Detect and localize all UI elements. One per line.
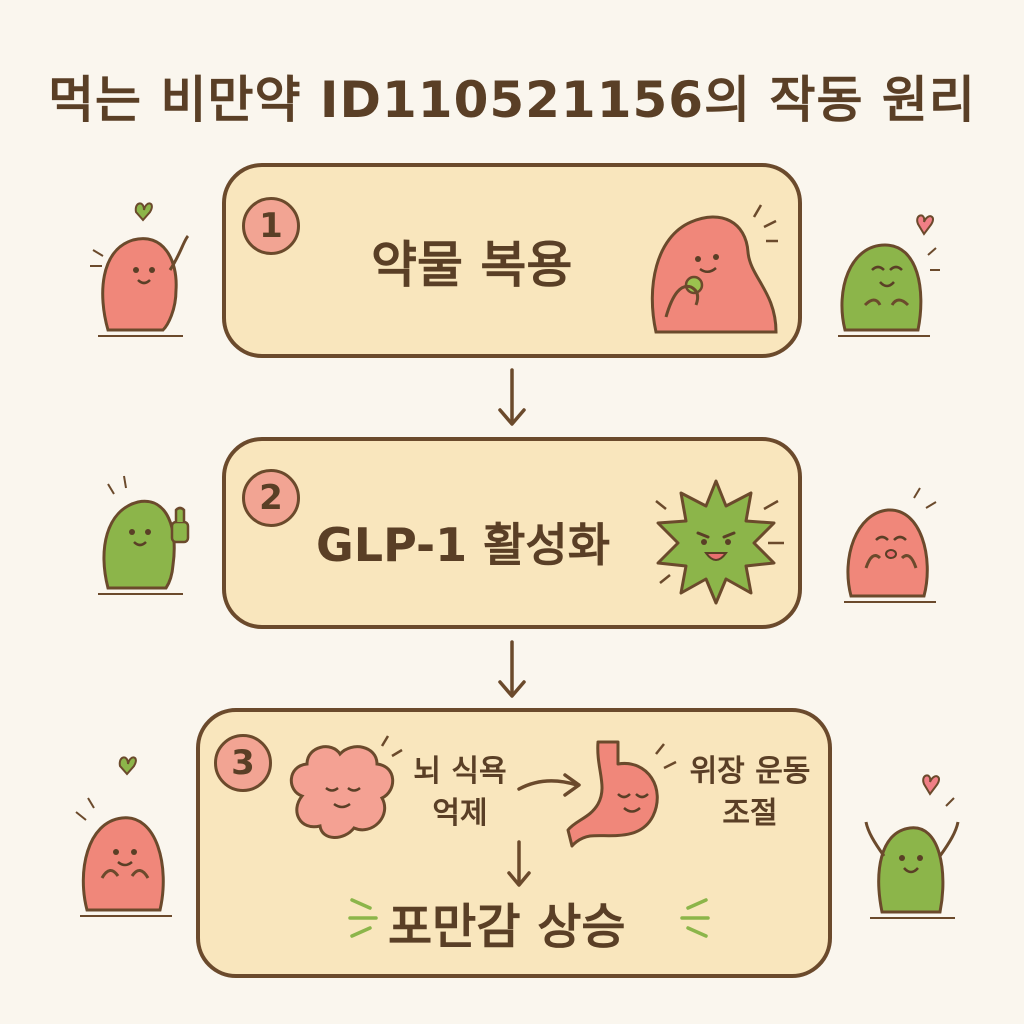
page-title: 먹는 비만약 ID110521156의 작동 원리 [48,71,976,129]
arrow-down-2 [498,640,526,698]
green-happy-blob-icon [838,214,940,337]
coral-cheeky-blob-icon [844,487,937,603]
brain-label-line2: 억제 [432,796,488,831]
step-2-badge: 2 [242,469,300,527]
brain-icon [289,735,403,839]
step-2-label: GLP-1 활성화 [316,518,611,572]
stomach-label-line1: 위장 운동 [689,754,811,789]
green-thumbs-up-blob-icon [98,475,190,595]
arrow-down-1 [498,368,526,426]
stomach-label-line2: 조절 [722,796,778,831]
pill-eating-blob-icon [650,204,778,334]
sparkle-right-icon [680,898,710,938]
spiky-glp1-icon [655,479,784,605]
brain-label-line1: 뇌 식욕 [413,754,507,789]
coral-shy-blob-icon [75,756,172,917]
step-1-label: 약물 복용 [371,236,573,294]
step-1-badge: 1 [242,197,300,255]
step-2-box: 2 GLP-1 활성화 [222,437,802,629]
step-3-box: 3 뇌 식욕 억제 위장 운동 조절 포만감 상승 [196,708,832,978]
coral-waving-blob-icon [90,202,190,337]
result-label: 포만감 상승 [388,899,626,955]
arrow-right [517,773,581,797]
cheering-blob-icon [864,774,960,919]
arrow-down-3 [507,840,531,887]
sparkle-left-icon [348,898,378,938]
step-3-badge: 3 [214,734,272,792]
step-1-box: 1 약물 복용 [222,163,802,358]
stomach-icon [566,740,677,848]
